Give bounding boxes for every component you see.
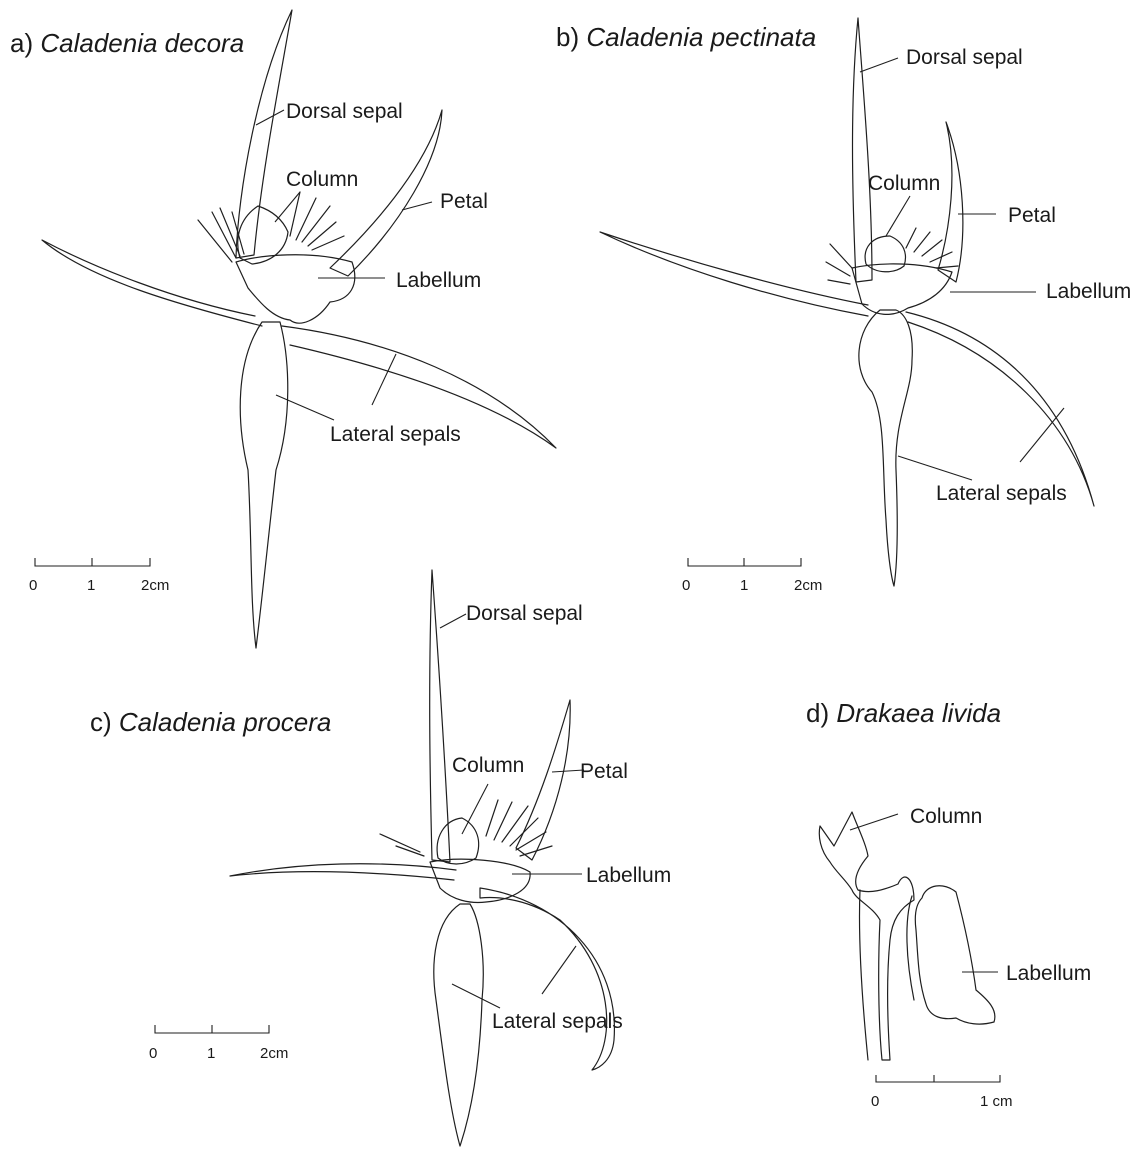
label-column: Column: [286, 168, 358, 191]
panel-b-title: b) Caladenia pectinata: [556, 22, 816, 52]
label-labellum: Labellum: [586, 864, 671, 887]
lower-lateral-sepal-outline: [859, 310, 912, 586]
lower-lateral-sepal-outline: [434, 904, 483, 1146]
scale-bar-a: 0 1 2cm: [29, 558, 169, 594]
right-lateral-sepal-outline: [480, 888, 614, 1070]
panel-a-title: a) Caladenia decora: [10, 28, 244, 58]
scale-a-tick-2: 2cm: [141, 577, 169, 594]
panel-b: b) Caladenia pectinata Dorsal sepal Colu…: [556, 18, 1131, 594]
panel-d: d) Drakaea livida Column Labellum 0 1 cm: [806, 698, 1091, 1110]
labellum-fringe: [198, 192, 344, 262]
petal-outline: [516, 700, 570, 860]
label-dorsal-sepal: Dorsal sepal: [466, 602, 583, 625]
column-outline: [437, 818, 479, 864]
label-column: Column: [868, 172, 940, 195]
scale-a-tick-1: 1: [87, 577, 95, 594]
column-stalk: [859, 890, 868, 1060]
scale-d-tick-1: 1 cm: [980, 1093, 1013, 1110]
label-petal: Petal: [580, 760, 628, 783]
label-petal: Petal: [1008, 204, 1056, 227]
scale-b-tick-0: 0: [682, 577, 690, 594]
left-sweep-outline: [230, 864, 456, 880]
scale-bar-b: 0 1 2cm: [682, 558, 822, 594]
scale-d-tick-0: 0: [871, 1093, 879, 1110]
labellum-inner: [907, 896, 914, 1000]
label-labellum: Labellum: [1006, 962, 1091, 985]
label-column: Column: [910, 805, 982, 828]
right-lateral-sepal-outline: [906, 312, 1094, 506]
scale-bar-d: 0 1 cm: [871, 1075, 1013, 1110]
label-lateral-sepals: Lateral sepals: [492, 1010, 623, 1033]
labellum-fringe: [380, 800, 552, 856]
label-labellum: Labellum: [1046, 280, 1131, 303]
petal-outline: [330, 110, 442, 276]
left-sweep-outline: [600, 232, 868, 316]
scale-c-tick-1: 1: [207, 1045, 215, 1062]
scale-b-tick-1: 1: [740, 577, 748, 594]
scale-bar-c: 0 1 2cm: [149, 1025, 288, 1062]
label-labellum: Labellum: [396, 269, 481, 292]
panel-c: c) Caladenia procera Dorsal sepal Column…: [90, 570, 671, 1146]
dorsal-sepal-outline: [430, 570, 450, 862]
dorsal-sepal-outline: [853, 18, 873, 282]
scale-a-tick-0: 0: [29, 577, 37, 594]
panel-d-title: d) Drakaea livida: [806, 698, 1001, 728]
labellum-outline: [915, 886, 995, 1024]
left-sweep-outline: [42, 240, 262, 326]
petal-outline: [938, 122, 963, 282]
label-dorsal-sepal: Dorsal sepal: [286, 100, 403, 123]
panel-c-title: c) Caladenia procera: [90, 707, 331, 737]
labellum-outline: [236, 255, 355, 323]
label-petal: Petal: [440, 190, 488, 213]
panel-a: a) Caladenia decora Dorsal sepal Column …: [10, 10, 556, 648]
label-lateral-sepals: Lateral sepals: [330, 423, 461, 446]
label-dorsal-sepal: Dorsal sepal: [906, 46, 1023, 69]
column-outline: [819, 812, 914, 1060]
label-lateral-sepals: Lateral sepals: [936, 482, 1067, 505]
scale-c-tick-2: 2cm: [260, 1045, 288, 1062]
scale-c-tick-0: 0: [149, 1045, 157, 1062]
scale-b-tick-2: 2cm: [794, 577, 822, 594]
label-column: Column: [452, 754, 524, 777]
labellum-outline: [852, 264, 952, 314]
lower-lateral-sepal-outline: [240, 322, 288, 648]
